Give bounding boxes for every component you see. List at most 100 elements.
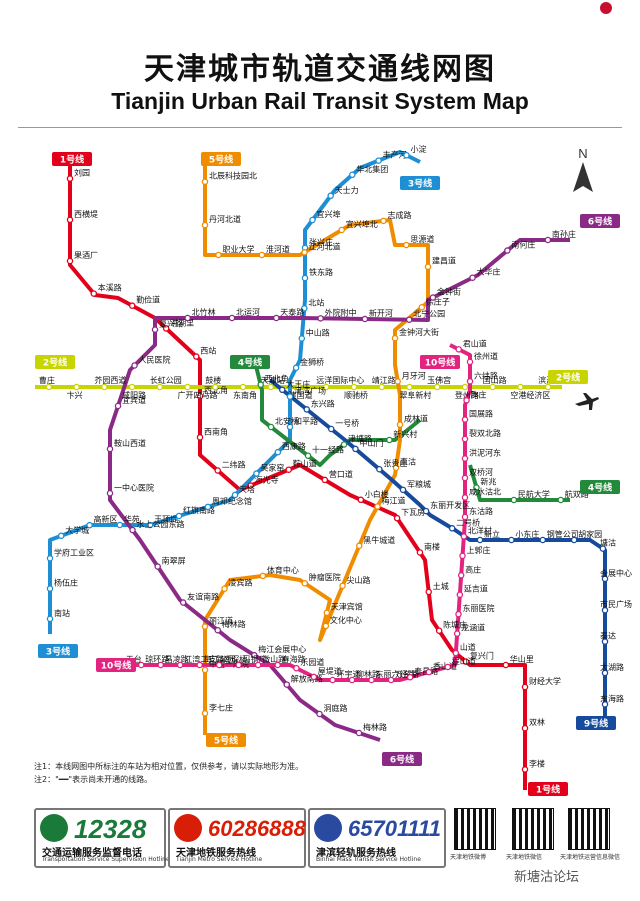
station-label: 洪泥河东	[469, 447, 501, 457]
station-marker	[463, 397, 470, 404]
station-marker	[253, 470, 260, 477]
station-label: 昌凌路	[165, 654, 189, 664]
station-marker	[106, 445, 114, 453]
station-label: 西站	[200, 346, 216, 356]
station-label: 职业大学	[222, 244, 254, 254]
station-label: 北辰科技园北	[209, 171, 257, 181]
station-marker	[128, 383, 136, 391]
station-label: 北运河	[236, 307, 260, 317]
station-label: 肿瘤医院	[309, 572, 341, 582]
station-label: 山道	[460, 642, 476, 652]
station-marker	[405, 316, 413, 323]
station-label: 果酒厂	[74, 251, 98, 260]
station-label: 人民医院	[139, 354, 171, 364]
line-badge	[35, 355, 75, 369]
line-badge-label: 3号线	[408, 178, 432, 190]
station-label: 丰产河	[383, 150, 407, 160]
station-marker	[393, 514, 401, 522]
station-marker	[394, 378, 401, 385]
line-badge-label: 6号线	[588, 216, 612, 228]
station-label: 大毕庄	[477, 267, 501, 277]
station-label: 华北集团	[356, 164, 388, 174]
line-badge	[576, 716, 616, 730]
station-label: 梅林路	[222, 619, 246, 629]
station-marker	[357, 496, 365, 504]
station-label: 南楼	[424, 541, 440, 551]
station-marker	[378, 383, 385, 391]
station-marker	[457, 572, 465, 579]
station-marker	[106, 490, 114, 497]
station-label: 陶庄	[471, 389, 487, 399]
station-marker	[502, 661, 510, 669]
qr-code-icon	[568, 808, 610, 850]
qr-caption: 天津地铁微信	[506, 854, 543, 861]
station-label: 东沽路	[469, 506, 493, 516]
station-label: 东海路	[600, 693, 624, 703]
qr-caption: 天津地铁微博	[450, 854, 487, 861]
station-label: 西横堤	[74, 209, 98, 219]
station-label: 顺驰桥	[344, 390, 368, 400]
station-marker	[221, 585, 228, 592]
station-marker	[129, 526, 136, 534]
station-marker	[424, 263, 432, 270]
station-marker	[184, 314, 191, 322]
station-label: 津湾广场	[294, 386, 326, 396]
station-label: 海光寺	[255, 475, 279, 485]
line-5-path	[203, 160, 430, 735]
station-label: 宜宾道	[122, 395, 146, 405]
station-label: 塘沽	[600, 538, 616, 548]
station-marker	[66, 257, 74, 265]
station-label: 新兴村	[393, 429, 417, 439]
station-marker	[544, 383, 552, 391]
station-label: 东丽开发区	[430, 500, 470, 510]
station-label: 张贵庄	[383, 458, 407, 468]
stations-layer: 刘园西横堤果酒厂本溪路勤俭道洪湖里西站西北角西南角二纬路海光寺鞍山道营口道小白楼…	[39, 144, 632, 773]
station-marker	[46, 555, 54, 562]
station-marker	[151, 326, 159, 333]
station-label: 梅林路	[363, 722, 387, 732]
station-label: 鞍山西道	[114, 438, 146, 448]
station-label: 一中心医院	[114, 482, 154, 492]
station-label: 琼环路	[145, 654, 169, 664]
hotline-label: 津滨轻轨服务热线	[316, 848, 396, 859]
station-marker	[259, 572, 267, 580]
station-label: 华山里	[510, 654, 534, 664]
station-marker	[435, 627, 443, 634]
station-label: 李七庄	[209, 702, 233, 712]
station-label: 西南角	[204, 426, 228, 436]
station-label: 龙涵道	[461, 623, 485, 633]
station-label: 万东路	[395, 669, 419, 679]
line-badge	[420, 355, 460, 369]
line-badge-label: 4号线	[588, 482, 612, 494]
station-label: 南站	[54, 608, 70, 618]
station-marker	[231, 491, 239, 499]
station-label: 月牙河	[402, 370, 426, 380]
station-label: 东南角	[233, 390, 257, 400]
station-label: 淮河道	[266, 244, 290, 254]
station-label: 体育中心	[267, 565, 299, 575]
station-marker	[508, 536, 515, 544]
metro-logo-icon	[174, 814, 202, 842]
station-marker	[101, 383, 108, 391]
station-label: 复兴门	[470, 651, 494, 661]
bmt-logo-icon	[314, 814, 342, 842]
north-arrow: N	[573, 146, 593, 192]
station-label: 裂双北路	[469, 428, 501, 438]
station-label: 国展路	[469, 409, 493, 419]
station-label: 二纬路	[222, 459, 246, 469]
station-marker	[146, 521, 154, 529]
station-marker	[292, 364, 300, 372]
station-marker	[601, 701, 609, 708]
station-label: 友谊南路	[187, 592, 219, 602]
station-label: 大学城	[65, 525, 89, 535]
station-marker	[286, 423, 294, 431]
station-marker	[425, 668, 433, 676]
station-label: 杨伍庄	[54, 578, 78, 588]
station-label: 泰达	[600, 631, 616, 641]
station-label: 小淀	[410, 144, 426, 154]
station-label: 学府工业区	[54, 547, 94, 557]
station-marker	[461, 455, 469, 462]
station-marker	[254, 661, 262, 669]
brand-dot	[600, 2, 612, 14]
station-label: 延吉道	[464, 584, 488, 594]
